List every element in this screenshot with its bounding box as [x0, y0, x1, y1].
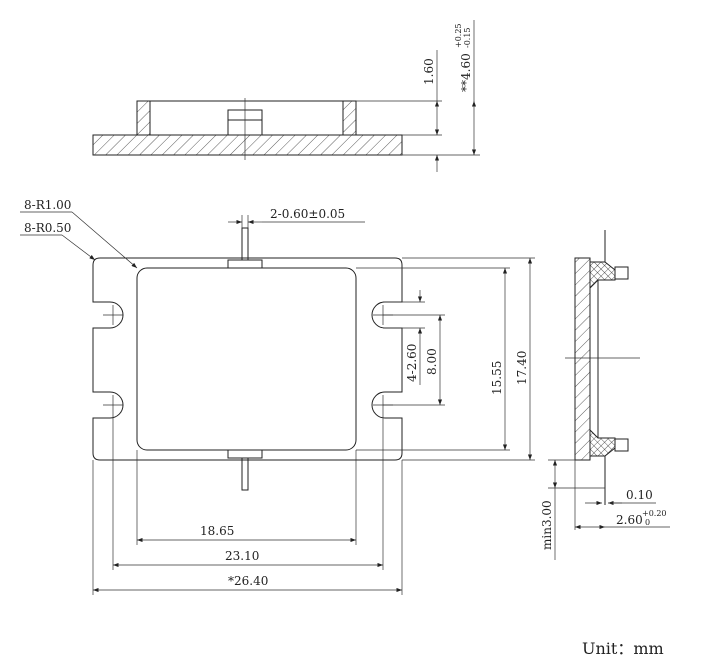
- hole-dia-label: 4-2.60: [405, 344, 419, 382]
- gap-label: 0.10: [626, 488, 653, 502]
- inner-width-label: 18.65: [200, 524, 234, 538]
- radius-outer-label: 8-R1.00: [24, 198, 71, 212]
- front-view: 8-R1.00 8-R0.50 2-0.60±0.05 4-2.60 8.00 …: [20, 198, 535, 595]
- pin-width-label: 2-0.60±0.05: [270, 207, 345, 221]
- inner-height-label: 15.55: [490, 361, 504, 395]
- top-section-view: 1.60 **4.60 +0.25 -0.15: [92, 20, 480, 172]
- depth-tol-plus: +0.20: [642, 509, 667, 518]
- side-view: 0.10 2.60 +0.20 0 min3.00: [540, 230, 670, 560]
- lead-min-label: min3.00: [540, 500, 554, 550]
- depth-label: 2.60: [616, 513, 643, 527]
- radius-inner-label: 8-R0.50: [24, 221, 71, 235]
- unit-label: Unit：mm: [582, 639, 664, 658]
- outer-height-label: 17.40: [515, 351, 529, 385]
- outer-width-label: *26.40: [228, 574, 268, 588]
- depth-tol-minus: 0: [645, 518, 650, 527]
- hole-pitch-v-label: 8.00: [425, 348, 439, 375]
- tol-plus: +0.25: [454, 23, 463, 48]
- dim-4-60: **4.60: [459, 53, 473, 92]
- dim-1-60: 1.60: [422, 58, 436, 85]
- hole-pitch-h-label: 23.10: [225, 549, 259, 563]
- tol-minus: -0.15: [463, 27, 472, 48]
